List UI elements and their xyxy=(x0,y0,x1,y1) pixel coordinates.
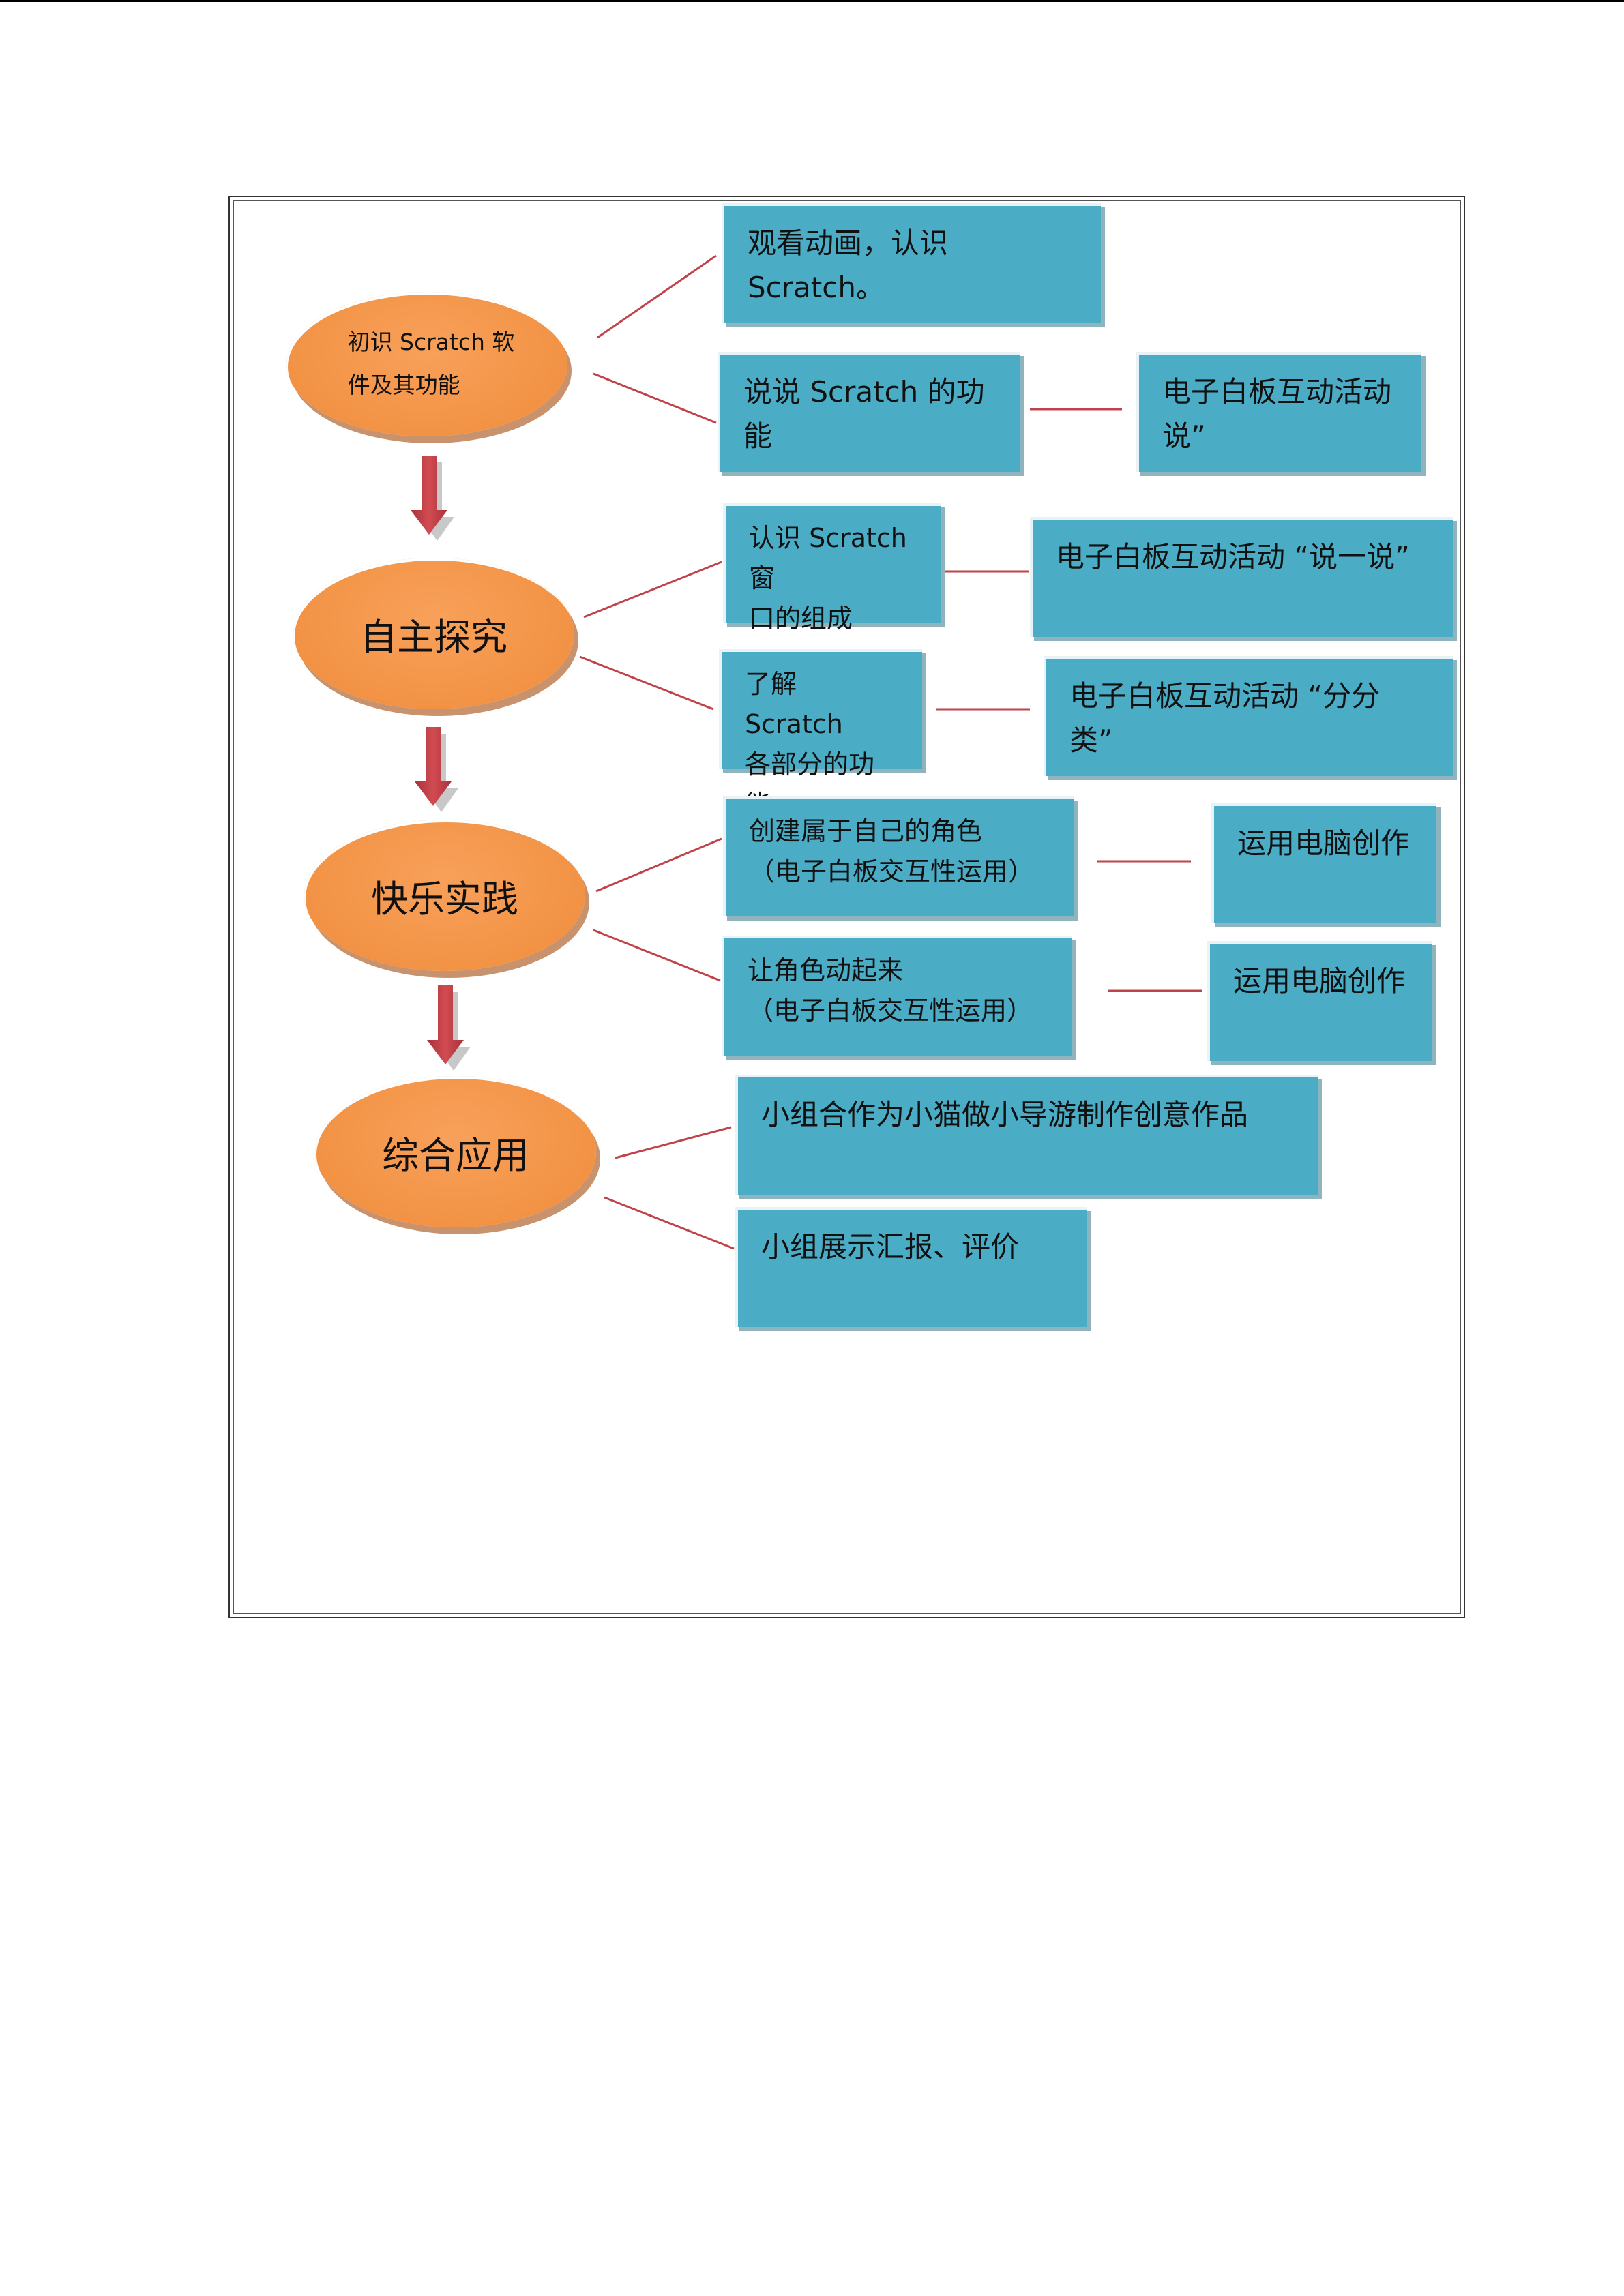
box-s4-a-text: 小组合作为小猫做小导游制作创意作品 xyxy=(761,1098,1249,1131)
box-s2-b: 了解 Scratch 各部分的功能 xyxy=(719,649,922,820)
box-s1-b-ext-line2: 说” xyxy=(1162,419,1206,453)
box-s3-a: 创建属于自己的角色 （电子白板交互性运用） xyxy=(723,796,1074,916)
stage-4-label: 综合应用 xyxy=(382,1133,529,1177)
stage-1-label-line1: 初识 Scratch 软 xyxy=(347,329,515,356)
stage-3-ellipse: 快乐实践 xyxy=(304,820,585,971)
stage-1-ellipse: 初识 Scratch 软 件及其功能 xyxy=(286,292,567,436)
box-s2-a-ext-text: 电子白板互动活动 “说一说” xyxy=(1056,540,1410,573)
box-s3-a-line1: 创建属于自己的角色 xyxy=(749,816,983,846)
stage-2-label: 自主探究 xyxy=(360,615,507,659)
down-arrow-3 xyxy=(427,985,471,1071)
page-top-rule xyxy=(0,0,1624,2)
connector-s3-a xyxy=(595,837,722,893)
box-s3-b-ext: 运用电脑创作 xyxy=(1207,941,1432,1061)
box-s3-b-ext-text: 运用电脑创作 xyxy=(1233,964,1406,998)
stage-4-ellipse: 综合应用 xyxy=(315,1076,596,1227)
box-s2-b-ext-line1: 电子白板互动活动 “分分 xyxy=(1069,679,1381,713)
stage-3-label: 快乐实践 xyxy=(371,877,518,921)
down-arrow-1 xyxy=(411,456,454,541)
box-s2-a-ext: 电子白板互动活动 “说一说” xyxy=(1030,517,1453,637)
box-s2-b-line1: 了解 Scratch xyxy=(745,669,843,739)
box-s3-b-line2: （电子白板交互性运用） xyxy=(748,995,1033,1026)
box-s3-a-ext: 运用电脑创作 xyxy=(1211,803,1436,923)
connector-s1-a xyxy=(597,254,717,339)
box-s3-a-ext-text: 运用电脑创作 xyxy=(1237,826,1410,860)
box-s2-a-line2: 口的组成 xyxy=(749,603,853,633)
box-s2-a: 认识 Scratch 窗 口的组成 xyxy=(723,503,941,633)
connector-s1-b xyxy=(593,372,717,424)
connector-s2-a xyxy=(583,561,722,618)
stage-2-ellipse: 自主探究 xyxy=(293,558,574,709)
box-s4-b: 小组展示汇报、评价 xyxy=(735,1207,1087,1327)
box-s1-b-ext: 电子白板互动活动 说” xyxy=(1136,352,1421,472)
box-s4-a: 小组合作为小猫做小导游制作创意作品 xyxy=(735,1075,1318,1195)
box-s1-a: 观看动画，认识 Scratch。 xyxy=(722,203,1101,323)
box-s1-b: 说说 Scratch 的功能 xyxy=(718,352,1020,472)
box-s3-a-line2: （电子白板交互性运用） xyxy=(749,856,1035,886)
box-s3-b-line1: 让角色动起来 xyxy=(748,955,904,985)
box-s2-b-ext: 电子白板互动活动 “分分 类” xyxy=(1044,656,1453,776)
connector-s4-a xyxy=(615,1126,732,1159)
box-s1-b-text: 说说 Scratch 的功能 xyxy=(743,375,985,453)
down-arrow-2 xyxy=(415,727,458,812)
diagram-frame-inner xyxy=(233,200,1461,1614)
connector-s4-b xyxy=(604,1196,735,1250)
box-s3-b: 让角色动起来 （电子白板交互性运用） xyxy=(722,936,1072,1056)
box-s2-b-ext-line2: 类” xyxy=(1069,724,1113,758)
diagram-frame-outer xyxy=(228,196,1465,1618)
connector-s2-b xyxy=(579,655,714,711)
box-s4-b-text: 小组展示汇报、评价 xyxy=(761,1230,1020,1264)
box-s1-b-ext-line1: 电子白板互动活动 xyxy=(1162,375,1392,408)
box-s1-a-text: 观看动画，认识 Scratch。 xyxy=(748,226,949,305)
connector-s3-b xyxy=(593,929,721,982)
box-s2-a-line1: 认识 Scratch 窗 xyxy=(749,523,907,593)
stage-1-label-line2: 件及其功能 xyxy=(347,372,460,398)
